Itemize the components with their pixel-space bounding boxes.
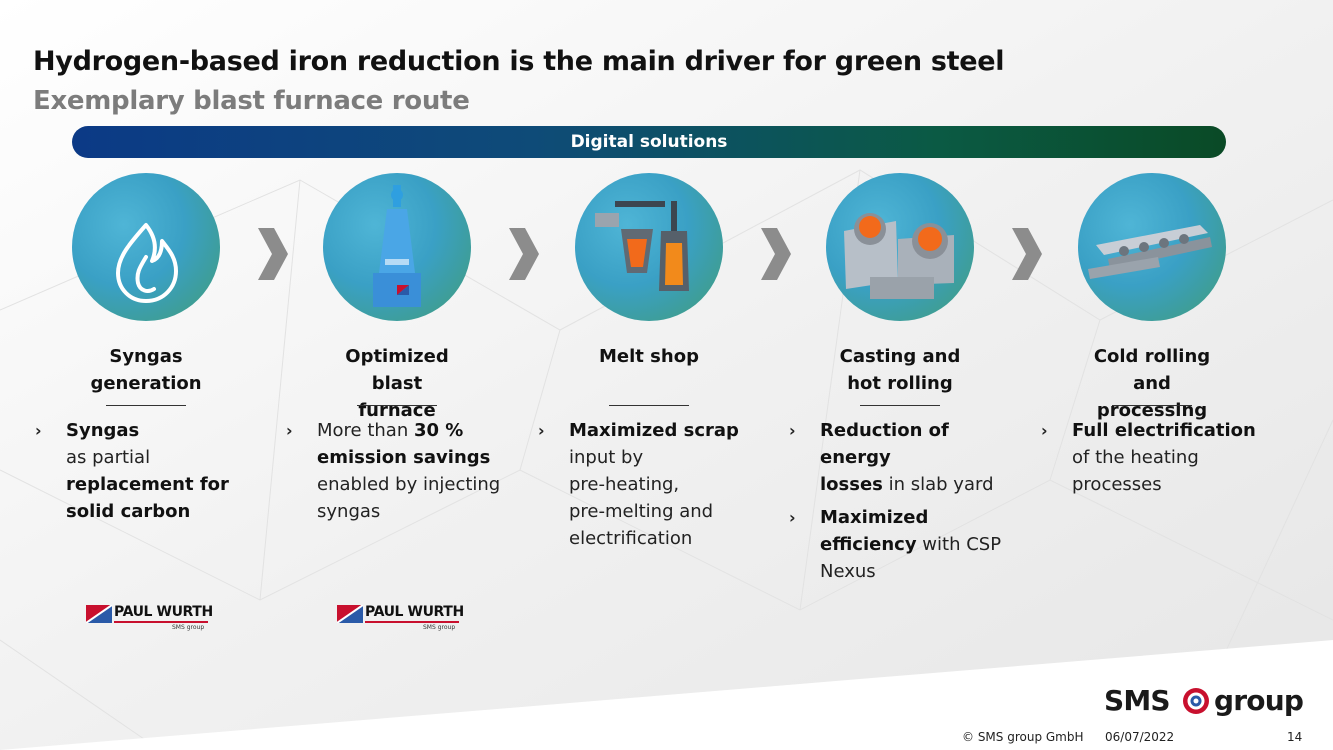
footer-copyright: © SMS group GmbH — [962, 730, 1084, 744]
title-divider — [106, 405, 186, 406]
stage-image — [72, 173, 220, 321]
logo-text-right: group — [1214, 684, 1304, 717]
paul-wurth-mark-icon — [337, 605, 363, 623]
bullet-marker-icon: › — [789, 421, 796, 440]
sms-swirl-icon — [1183, 688, 1209, 714]
paul-wurth-mark-icon — [86, 605, 112, 623]
partner-underline — [365, 621, 459, 623]
chevron-right-icon — [759, 228, 791, 280]
partner-name: PAUL WURTH — [365, 604, 464, 620]
stage-title: Melt shop — [599, 346, 699, 367]
page-title: Hydrogen-based iron reduction is the mai… — [33, 46, 1005, 77]
stage-image — [323, 173, 471, 321]
paul-wurth-logo: PAUL WURTH SMS group — [337, 604, 464, 632]
paul-wurth-logo: PAUL WURTH SMS group — [86, 604, 213, 632]
bullet-marker-icon: › — [35, 421, 42, 440]
melt-shop-icon — [595, 201, 689, 291]
bullet-marker-icon: › — [789, 508, 796, 527]
stage-image — [575, 173, 723, 321]
digital-solutions-banner: Digital solutions — [72, 126, 1226, 158]
chevron-right-icon — [256, 228, 288, 280]
title-divider — [860, 405, 940, 406]
blast-furnace-icon — [373, 185, 421, 307]
page-subtitle: Exemplary blast furnace route — [33, 86, 470, 116]
title-divider — [609, 405, 689, 406]
partner-sub: SMS group — [423, 624, 456, 631]
bullet-marker-icon: › — [538, 421, 545, 440]
stage-image — [1078, 173, 1226, 321]
footer-page-number: 14 — [1287, 730, 1303, 744]
chevron-right-icon — [1010, 228, 1042, 280]
partner-name: PAUL WURTH — [114, 604, 213, 620]
chevron-right-icon — [507, 228, 539, 280]
logo-text-left: SMS — [1104, 684, 1171, 717]
partner-underline — [114, 621, 208, 623]
title-divider — [1112, 405, 1192, 406]
title-divider — [357, 405, 437, 406]
sms-group-logo: SMS group — [1104, 684, 1304, 720]
flame-icon — [116, 223, 178, 303]
caster-icon — [844, 213, 954, 299]
partner-sub: SMS group — [172, 624, 205, 631]
footer-date: 06/07/2022 — [1105, 730, 1175, 744]
stage-image — [826, 173, 974, 321]
bullet-marker-icon: › — [286, 421, 293, 440]
bullet-marker-icon: › — [1041, 421, 1048, 440]
rolling-mill-icon — [1088, 225, 1212, 279]
